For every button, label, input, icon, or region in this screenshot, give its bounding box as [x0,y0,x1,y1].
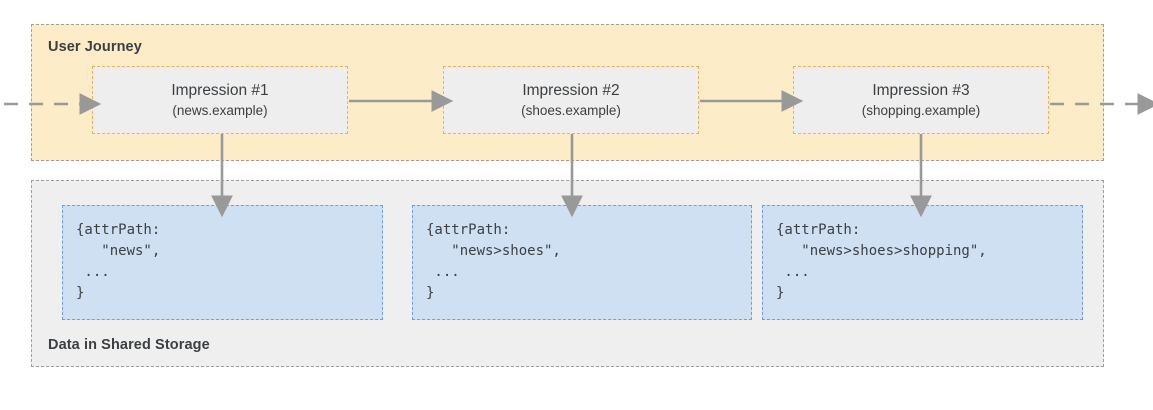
user-journey-label: User Journey [48,39,142,55]
impression-site: (shoes.example) [521,102,621,118]
storage-entry-box-1: {attrPath: "news", ... } [62,205,383,320]
impression-site: (shopping.example) [861,102,981,118]
storage-entry-code: {attrPath: "news>shoes>shopping", ... } [776,222,987,301]
impression-box-1: Impression #1 (news.example) [92,66,348,134]
storage-entry-box-2: {attrPath: "news>shoes", ... } [412,205,752,320]
impression-title: Impression #1 [171,81,269,99]
storage-entry-code: {attrPath: "news", ... } [76,222,161,301]
shared-storage-label: Data in Shared Storage [48,337,210,353]
impression-title: Impression #3 [872,81,970,99]
storage-entry-box-3: {attrPath: "news>shoes>shopping", ... } [762,205,1083,320]
impression-box-2: Impression #2 (shoes.example) [443,66,699,134]
impression-site: (news.example) [172,102,268,118]
storage-entry-code: {attrPath: "news>shoes", ... } [426,222,561,301]
impression-box-3: Impression #3 (shopping.example) [793,66,1049,134]
impression-title: Impression #2 [522,81,620,99]
